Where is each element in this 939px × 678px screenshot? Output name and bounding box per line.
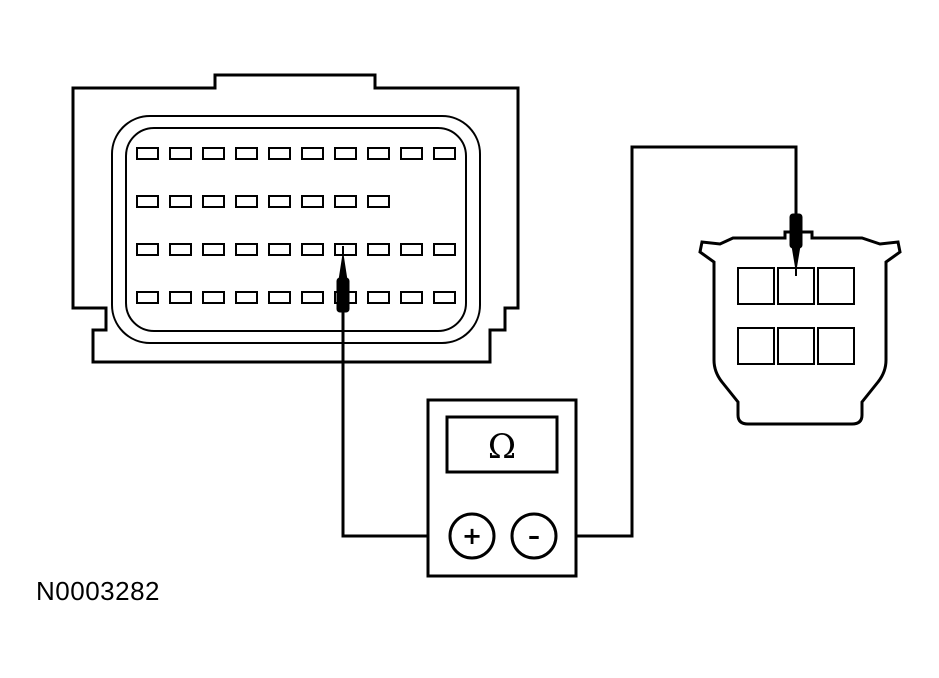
large-connector-pin — [202, 147, 225, 160]
positive-terminal-label: + — [462, 522, 482, 550]
large-connector-pin — [136, 195, 159, 208]
large-connector-pin — [301, 195, 324, 208]
large-connector-pin — [367, 147, 390, 160]
large-connector-pin — [433, 147, 456, 160]
large-connector-icon — [71, 73, 520, 364]
large-connector-pin — [202, 291, 225, 304]
large-connector-pin — [169, 291, 192, 304]
large-connector-pin — [268, 147, 291, 160]
large-connector-pin — [202, 243, 225, 256]
large-connector-pin — [169, 147, 192, 160]
large-connector-housing — [71, 73, 520, 364]
negative-probe — [789, 213, 803, 276]
large-connector-pin — [301, 243, 324, 256]
large-connector-shroud-inner — [125, 127, 467, 332]
figure-id-label: N0003282 — [36, 576, 160, 606]
large-connector-pin — [334, 243, 357, 256]
large-connector-pin — [136, 291, 159, 304]
large-connector-pin — [235, 147, 258, 160]
large-connector-pin — [136, 243, 159, 256]
large-connector-pin — [202, 195, 225, 208]
positive-test-lead — [341, 310, 449, 538]
meter-display — [445, 415, 559, 474]
negative-terminal-label: – — [528, 522, 540, 550]
negative-test-lead — [556, 145, 798, 538]
large-connector-pin — [169, 195, 192, 208]
large-connector-pin — [268, 243, 291, 256]
test-leads — [341, 145, 798, 538]
negative-terminal — [510, 512, 558, 560]
large-connector-pin — [136, 147, 159, 160]
large-connector-pins — [136, 147, 456, 304]
large-connector-pin — [400, 291, 423, 304]
large-connector-pin — [400, 243, 423, 256]
ohmmeter-icon: Ω + – — [426, 398, 578, 578]
large-connector-pin — [400, 147, 423, 160]
positive-terminal — [448, 512, 496, 560]
small-connector-cavity — [737, 267, 775, 305]
large-connector-pin — [235, 243, 258, 256]
large-connector-pin — [433, 291, 456, 304]
large-connector-pin — [235, 195, 258, 208]
large-connector-pin — [268, 195, 291, 208]
large-connector-pin — [268, 291, 291, 304]
meter-display-symbol: Ω — [488, 427, 516, 467]
large-connector-pin — [367, 195, 390, 208]
positive-probe — [336, 246, 350, 313]
small-connector-cavity — [777, 327, 815, 365]
large-connector-pin — [367, 291, 390, 304]
small-connector-cavity — [817, 267, 855, 305]
small-connector-cavity — [737, 327, 775, 365]
large-connector-pin — [334, 195, 357, 208]
test-probe-icon — [336, 213, 803, 313]
large-connector-pin — [334, 147, 357, 160]
large-connector-pin — [301, 147, 324, 160]
large-connector-pin — [301, 291, 324, 304]
large-connector-pin — [169, 243, 192, 256]
large-connector-pin — [433, 243, 456, 256]
large-connector-pin — [235, 291, 258, 304]
small-connector-cavity — [817, 327, 855, 365]
large-connector-pin — [367, 243, 390, 256]
small-connector-icon — [698, 230, 902, 426]
large-connector-shroud-outer — [111, 115, 481, 344]
